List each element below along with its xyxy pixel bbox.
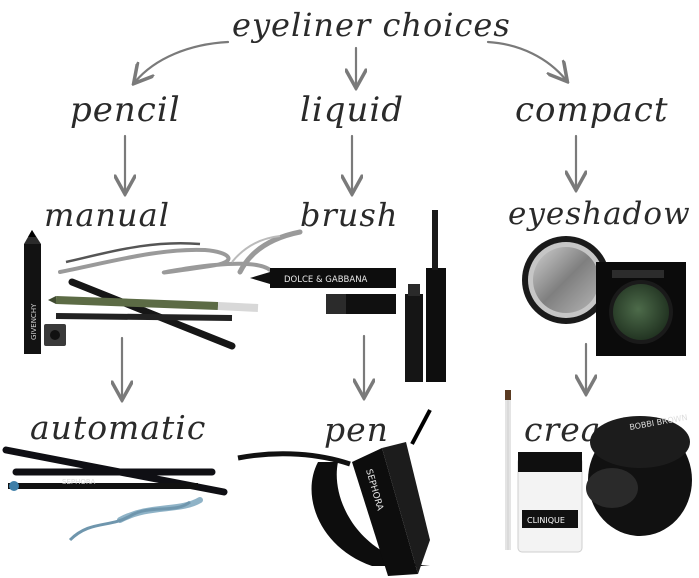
subtype-label-manual: manual: [44, 196, 170, 234]
pencil-swatch-gray: [58, 247, 272, 275]
black-pencil: [68, 278, 236, 350]
arrow-to-pencil: [135, 40, 230, 82]
dolce-brand: DOLCE & GABBANA: [284, 275, 368, 285]
sephora-brand-automatic: SEPHORA: [62, 478, 95, 486]
category-label-liquid: liquid: [300, 90, 405, 130]
category-label-compact: compact: [515, 90, 669, 130]
sephora-pen: [352, 448, 418, 576]
liner-bottle-tall: [426, 268, 446, 382]
clinique-brand: CLINIQUE: [527, 516, 565, 525]
subtype-label-brush: brush: [300, 196, 399, 234]
givenchy-brand: GIVENCHY: [30, 303, 38, 340]
category-label-pencil: pencil: [70, 90, 181, 130]
pen-liner-group: SEPHORA: [237, 409, 432, 576]
olive-pencil: [55, 296, 219, 310]
brush-liner-group: DOLCE & GABBANA: [231, 210, 446, 382]
pen-swatch: [237, 451, 351, 467]
brush-swatch: [237, 229, 303, 275]
givenchy-pencil: [24, 244, 41, 354]
clinique-jar: [517, 457, 583, 553]
cream-liner-group: BOBBI BROWN CLINIQUE: [505, 390, 692, 553]
next-label-automatic: automatic: [30, 408, 207, 447]
next-label-pen: pen: [324, 410, 389, 449]
eyeshadow-group: [522, 236, 686, 356]
arrow-to-compact: [486, 40, 566, 80]
subtype-label-eyeshadow: eyeshadow: [508, 196, 691, 232]
dark-pencil: [55, 313, 233, 321]
automatic-pencils-group: SEPHORA: [2, 446, 228, 542]
title-label: eyeliner choices: [232, 6, 511, 44]
pencil-swatch-dark: [65, 242, 201, 264]
arrows: [122, 40, 586, 398]
manual-pencils-group: GIVENCHY: [24, 230, 272, 354]
dolce-gabbana-liner: [270, 268, 396, 288]
